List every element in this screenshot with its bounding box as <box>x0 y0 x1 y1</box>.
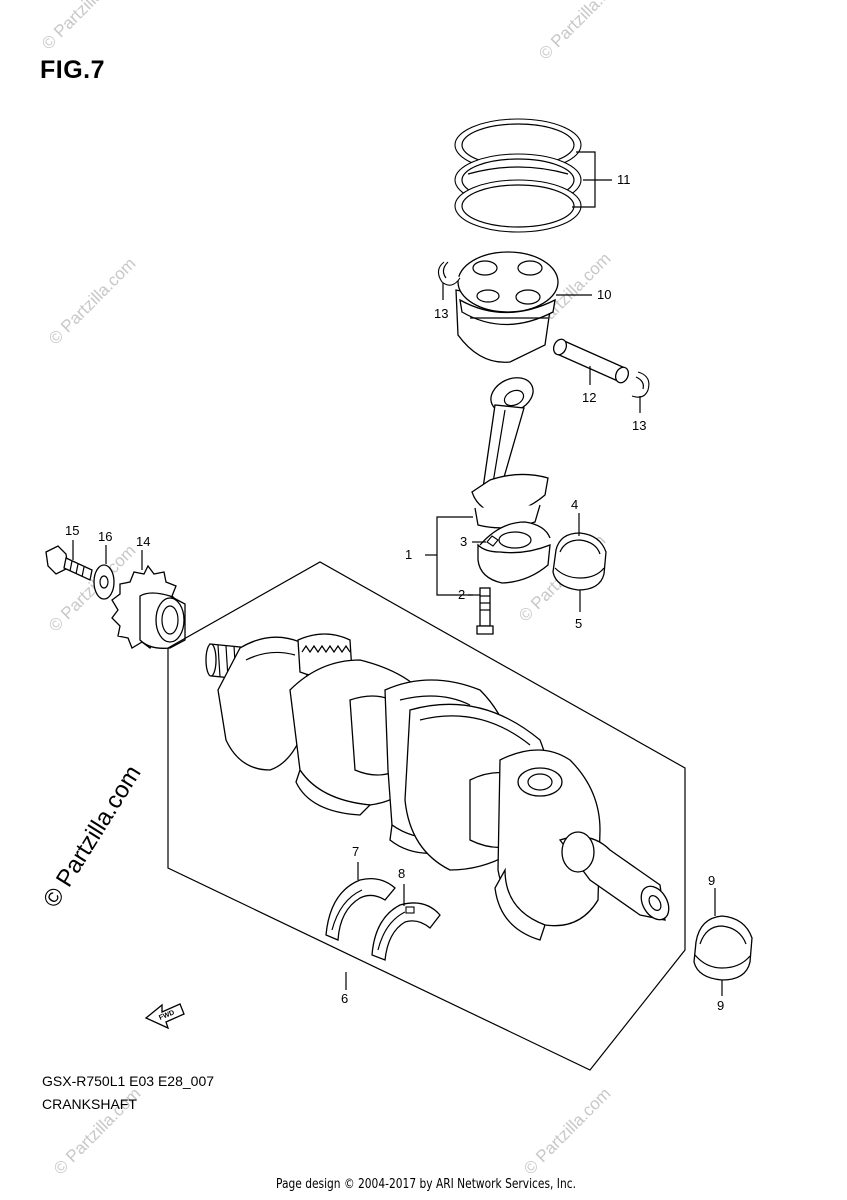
figure-title: FIG.7 <box>40 56 106 84</box>
section-name: CRANKSHAFT <box>42 1096 137 1112</box>
piston-pin-circlip-left[interactable] <box>437 261 461 286</box>
crankshaft-bearing-upper[interactable] <box>325 877 396 941</box>
connecting-rod-cap[interactable] <box>477 521 551 584</box>
crankshaft-box <box>167 561 686 1071</box>
drawing-code: GSX-R750L1 E03 E28_007 <box>42 1073 215 1089</box>
connecting-rod[interactable] <box>471 371 549 529</box>
callout-15[interactable]: 15 <box>65 523 79 538</box>
crankshaft[interactable] <box>205 633 674 941</box>
callout-13-left[interactable]: 13 <box>434 306 448 321</box>
callout-2[interactable]: 2 <box>458 587 465 602</box>
callout-8[interactable]: 8 <box>398 866 405 881</box>
crankshaft-bearing-lower[interactable] <box>371 902 441 961</box>
page-footer: Page design © 2004-2017 by ARI Network S… <box>276 1177 576 1192</box>
callout-4[interactable]: 4 <box>571 497 578 512</box>
conrod-bearing[interactable] <box>552 532 607 591</box>
piston-pin[interactable] <box>551 337 630 384</box>
callout-6[interactable]: 6 <box>341 991 348 1006</box>
callout-12[interactable]: 12 <box>582 390 596 405</box>
callout-5[interactable]: 5 <box>575 616 582 631</box>
callout-14[interactable]: 14 <box>136 534 150 549</box>
crankshaft-washer[interactable] <box>93 564 115 600</box>
connecting-rod-bolt[interactable] <box>476 587 494 635</box>
callout-9-top[interactable]: 9 <box>708 873 715 888</box>
callout-1[interactable]: 1 <box>405 547 412 562</box>
crankshaft-bolt[interactable] <box>45 545 93 581</box>
cam-drive-sprocket[interactable] <box>111 564 186 649</box>
callout-11[interactable]: 11 <box>617 172 631 187</box>
callout-7[interactable]: 7 <box>352 844 359 859</box>
callout-10[interactable]: 10 <box>597 287 611 302</box>
piston-rings[interactable] <box>454 118 582 233</box>
rod-bearing-tab <box>486 535 499 547</box>
callout-9-bottom[interactable]: 9 <box>717 998 724 1013</box>
forward-arrow-icon: FWD <box>144 1003 185 1030</box>
callout-bracket-1 <box>436 516 473 596</box>
callout-3[interactable]: 3 <box>460 534 467 549</box>
piston[interactable] <box>455 251 559 363</box>
callout-13-right[interactable]: 13 <box>632 418 646 433</box>
crankshaft-thrust-bearing[interactable] <box>693 915 753 981</box>
piston-pin-circlip-right[interactable] <box>631 371 650 398</box>
callout-16[interactable]: 16 <box>98 529 112 544</box>
